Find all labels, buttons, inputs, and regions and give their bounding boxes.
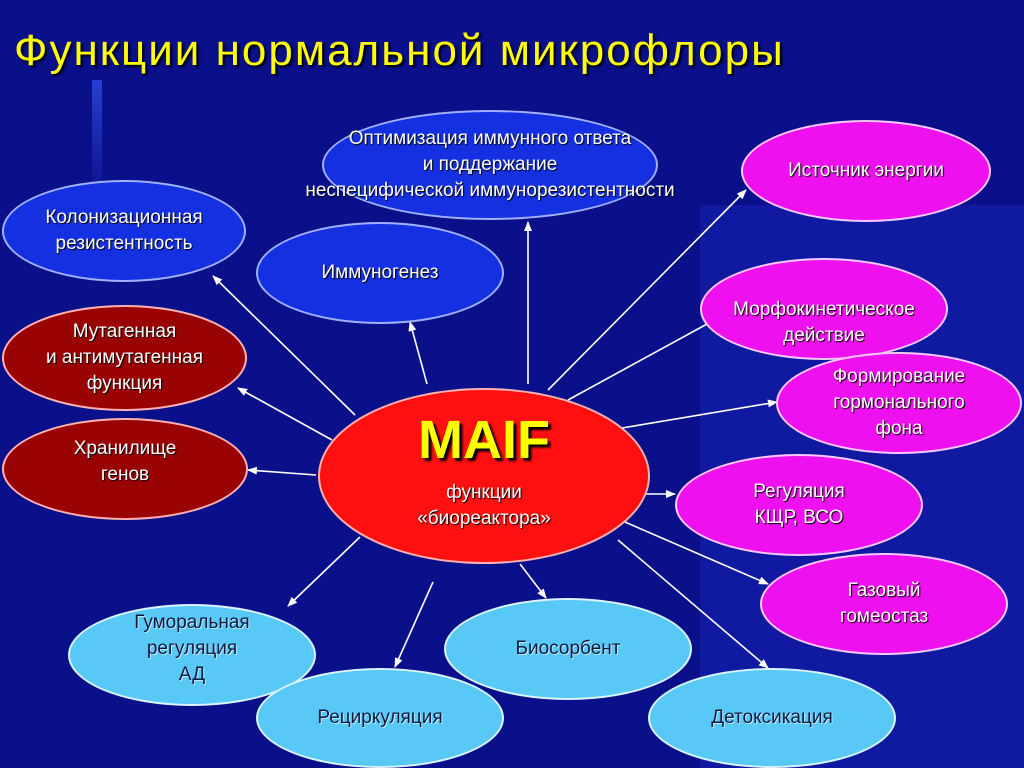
arrow-recirculation [394, 581, 434, 668]
node-hormonal-label: Формирование гормонального фона [832, 366, 966, 439]
node-immune-optimization-label: Оптимизация иммунного ответа и поддержан… [305, 128, 675, 201]
slide-title: Функции нормальной микрофлоры [14, 26, 785, 75]
node-mutagenic-label: Мутагенная и антимутагенная функция [45, 321, 204, 394]
node-morphokinetic: Морфокинетическое действие [700, 258, 948, 360]
node-humoral: Гуморальная регуляция АД [68, 604, 316, 706]
arrow-energy-source [547, 189, 747, 391]
node-immune-optimization: Оптимизация иммунного ответа и поддержан… [305, 110, 675, 220]
arrow-immunogenesis [408, 321, 428, 385]
node-gene-storage-label: Хранилище генов [73, 438, 177, 485]
node-gas-homeostasis-label: Газовый гомеостаз [839, 580, 929, 627]
node-hormonal: Формирование гормонального фона [776, 352, 1022, 454]
background-stripe [92, 80, 102, 200]
arrow-gene-storage [247, 466, 317, 476]
arrow-humoral [287, 536, 361, 607]
node-recirculation-label: Рециркуляция [317, 707, 443, 728]
arrow-mutagenic [237, 387, 333, 441]
node-energy-source: Источник энергии [741, 120, 991, 222]
node-gas-homeostasis: Газовый гомеостаз [760, 553, 1008, 655]
node-regulation-label: Регуляция КЩР, ВСО [753, 481, 845, 528]
arrow-morphokinetic [567, 317, 719, 401]
node-energy-source-label: Источник энергии [788, 160, 944, 181]
center-subtitle: функции «биореактора» [417, 482, 551, 529]
node-colonization-resistance: Колонизационная резистентность [2, 180, 246, 282]
node-detoxication-label: Детоксикация [711, 707, 833, 728]
arrow-biosorbent [519, 563, 547, 599]
node-immunogenesis-label: Иммуногенез [321, 262, 439, 283]
arrow-colonization-resistance [212, 275, 356, 416]
center-title: MAIF [418, 410, 550, 470]
arrow-hormonal [621, 399, 778, 429]
node-recirculation: Рециркуляция [256, 668, 504, 768]
center-node-maif: MAIF функции «биореактора» [318, 388, 650, 564]
node-regulation: Регуляция КЩР, ВСО [675, 454, 923, 556]
arrow-detoxication [617, 539, 769, 669]
arrow-gas-homeostasis [624, 521, 769, 585]
node-morphokinetic-label: Морфокинетическое действие [733, 299, 915, 346]
node-colonization-resistance-label: Колонизационная резистентность [45, 207, 203, 254]
node-detoxication: Детоксикация [648, 668, 896, 768]
node-mutagenic: Мутагенная и антимутагенная функция [2, 305, 247, 411]
node-immunogenesis: Иммуногенез [256, 222, 504, 324]
node-biosorbent: Биосорбент [444, 598, 692, 700]
node-gene-storage: Хранилище генов [2, 418, 248, 520]
node-humoral-label: Гуморальная регуляция АД [134, 612, 250, 685]
node-biosorbent-label: Биосорбент [515, 638, 621, 659]
